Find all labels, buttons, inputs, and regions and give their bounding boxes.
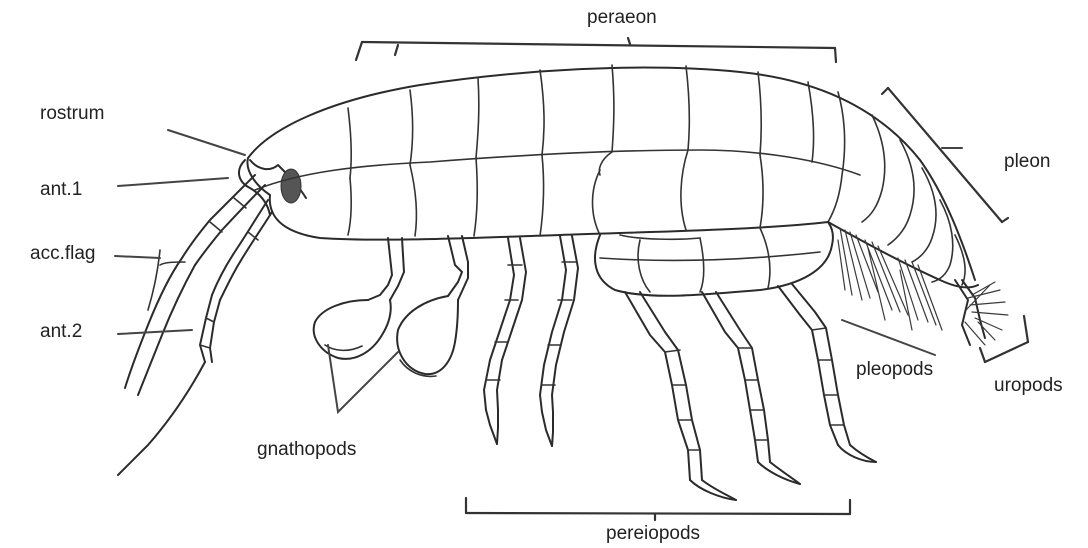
pleon-segments	[828, 92, 978, 287]
pereiopods-bracket	[466, 513, 850, 514]
label-peraeon: peraeon	[587, 8, 657, 27]
ant1-leader	[118, 178, 228, 186]
gnathopod-2	[397, 236, 468, 376]
body-outline	[247, 68, 975, 280]
leader-lines	[115, 130, 962, 412]
label-pleopods: pleopods	[856, 360, 933, 379]
ant2-leader	[118, 330, 192, 334]
label-pleon: pleon	[1004, 152, 1051, 171]
uropods	[955, 280, 1008, 345]
acc-flag-leader	[115, 256, 160, 258]
antenna-2	[118, 200, 272, 475]
pleopods-leader	[842, 320, 935, 355]
pereiopod-3	[484, 238, 526, 444]
label-rostrum: rostrum	[40, 104, 104, 123]
label-ant2: ant.2	[40, 322, 82, 341]
peraeon-segments	[255, 65, 860, 236]
label-gnathopods: gnathopods	[257, 440, 356, 459]
label-pereiopods: pereiopods	[606, 524, 700, 543]
eye	[281, 169, 301, 203]
gnathopod-1	[314, 238, 404, 359]
peraeon-bracket	[362, 42, 835, 48]
pereiopod-4	[540, 236, 578, 446]
brackets	[356, 38, 1028, 520]
uropods-bracket	[985, 342, 1028, 362]
antenna-1	[125, 175, 265, 395]
label-ant1: ant.1	[40, 180, 82, 199]
label-acc-flag: acc.flag	[30, 244, 95, 263]
rostrum-leader	[168, 130, 245, 155]
pereiopod-6	[702, 292, 800, 484]
label-uropods: uropods	[994, 376, 1063, 395]
